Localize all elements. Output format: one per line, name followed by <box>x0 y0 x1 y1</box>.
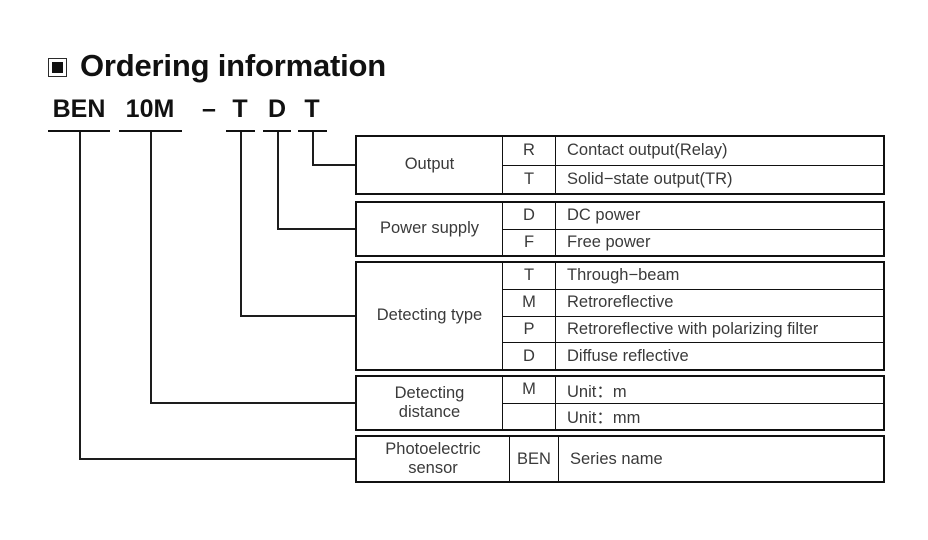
table-row: M Retroreflective <box>503 288 883 316</box>
model-code-segment: T <box>232 95 248 123</box>
row-code: T <box>503 165 556 193</box>
row-code: M <box>503 377 556 403</box>
row-description: Through−beam <box>567 266 680 285</box>
leader-line-vertical <box>240 132 242 316</box>
model-code-underline <box>226 130 255 132</box>
leader-line-vertical <box>79 132 81 459</box>
filled-square-bullet-icon <box>48 57 67 77</box>
leader-line-horizontal <box>79 458 355 460</box>
table-row: T Through−beam <box>503 263 883 289</box>
row-description: DC power <box>567 206 641 225</box>
model-code-segment: 10M <box>125 95 175 123</box>
leader-line-horizontal <box>277 228 355 230</box>
table-row: BEN Series name <box>510 437 883 481</box>
table-row: Unit：mm <box>503 402 883 429</box>
leader-line-horizontal <box>240 315 355 317</box>
row-code: BEN <box>510 437 559 481</box>
row-description: Retroreflective with polarizing filter <box>567 319 819 338</box>
row-code: D <box>503 203 556 229</box>
row-code: F <box>503 229 556 255</box>
row-code: P <box>503 316 556 343</box>
block-label: Power supply <box>357 203 503 255</box>
row-code: R <box>503 137 556 165</box>
row-description: Free power <box>567 232 651 251</box>
block-label: Detecting type <box>357 263 503 369</box>
row-description: Unit：mm <box>567 409 641 428</box>
row-code: M <box>503 289 556 316</box>
table-row: D DC power <box>503 203 883 229</box>
row-description: Unit：m <box>567 382 627 401</box>
leader-line-vertical <box>150 132 152 403</box>
block-rows: BEN Series name <box>510 437 883 481</box>
row-description: Diffuse reflective <box>567 346 689 365</box>
row-description: Series name <box>570 449 663 468</box>
table-row: M Unit：m <box>503 377 883 403</box>
model-code-segment: – <box>202 95 216 123</box>
block-rows: R Contact output(Relay) T Solid−state outpu… <box>503 137 883 193</box>
table-row: R Contact output(Relay) <box>503 137 883 165</box>
leader-line-vertical <box>277 132 279 229</box>
model-code-underline <box>48 130 110 132</box>
table-row: P Retroreflective with polarizing filter <box>503 315 883 343</box>
row-code <box>503 403 556 429</box>
table-row: T Solid−state output(TR) <box>503 164 883 193</box>
table-row: D Diffuse reflective <box>503 342 883 369</box>
page-title-text: Ordering information <box>80 48 387 83</box>
leader-line-horizontal <box>312 164 355 166</box>
leader-line-vertical <box>312 132 314 165</box>
page-title: Ordering information <box>48 50 386 81</box>
model-code-underline <box>119 130 182 132</box>
row-description: Contact output(Relay) <box>567 141 728 160</box>
row-description: Retroreflective <box>567 293 674 312</box>
model-code-underline <box>263 130 291 132</box>
model-code-segment: T <box>304 95 320 123</box>
row-description: Solid−state output(TR) <box>567 169 733 188</box>
block-label: Output <box>357 137 503 193</box>
table-row: F Free power <box>503 228 883 255</box>
model-code-segment: BEN <box>52 95 106 123</box>
model-code-underline <box>298 130 327 132</box>
row-code: T <box>503 263 556 289</box>
row-code: D <box>503 343 556 369</box>
leader-line-horizontal <box>150 402 355 404</box>
model-code-segment: D <box>267 95 287 123</box>
